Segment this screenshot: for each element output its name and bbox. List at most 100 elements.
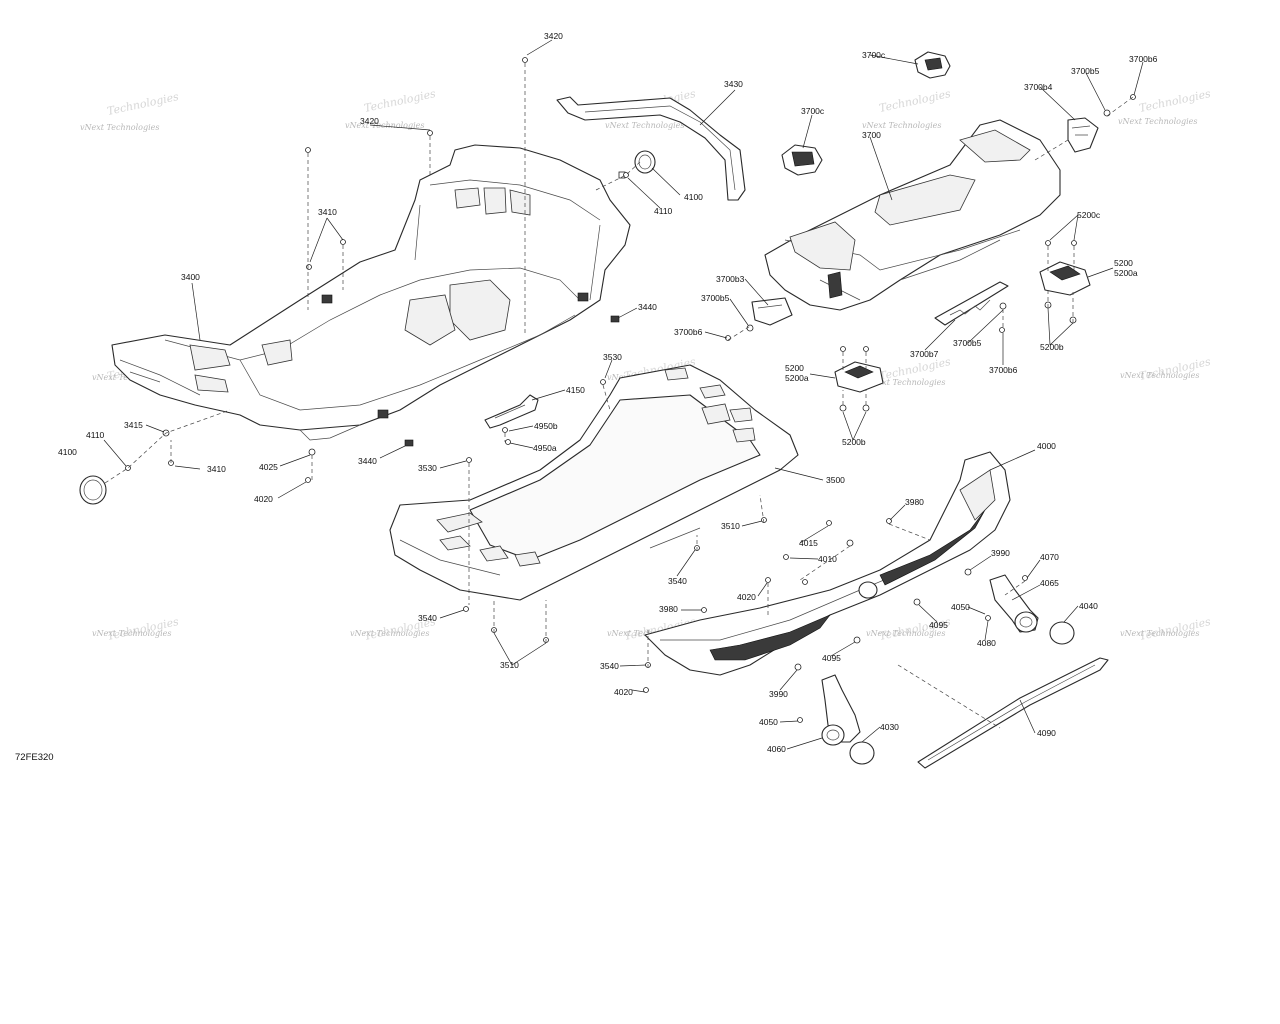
- part-label: 5200b: [842, 437, 866, 447]
- part-label: 5200a: [785, 373, 809, 383]
- latch-part: [751, 297, 793, 326]
- part-label: 3420: [360, 116, 379, 126]
- part-label: 3540: [418, 613, 437, 623]
- part-label: 4950b: [534, 421, 558, 431]
- watermark: vNext Technologies: [1120, 371, 1199, 380]
- part-label: 4020: [254, 494, 273, 504]
- part-label: 3400: [181, 272, 200, 282]
- part-label: 4100: [684, 192, 703, 202]
- watermark: vNext Technologies: [607, 629, 686, 638]
- part-label: 4095: [929, 620, 948, 630]
- part-label: 4060: [767, 744, 786, 754]
- part-label: 5200: [785, 363, 804, 373]
- part-label: 5200c: [1077, 210, 1101, 220]
- part-label: 3410: [207, 464, 226, 474]
- part-label: 4100: [58, 447, 77, 457]
- part-label: 3540: [600, 661, 619, 671]
- part-label: 4000: [1037, 441, 1056, 451]
- part-label: 3700b6: [989, 365, 1018, 375]
- latch-part: [1067, 117, 1099, 153]
- part-label: 4040: [1079, 601, 1098, 611]
- watermark: vNext Technologies: [1120, 629, 1199, 638]
- part-label: 4065: [1040, 578, 1059, 588]
- part-label: 4050: [759, 717, 778, 727]
- watermark: Technologies: [878, 87, 952, 115]
- part-label: 4150: [566, 385, 585, 395]
- light-bracket-part: [821, 674, 861, 746]
- watermark: Technologies: [106, 90, 180, 118]
- part-label: 3980: [659, 604, 678, 614]
- part-label: 3410: [318, 207, 337, 217]
- part-label: 3530: [418, 463, 437, 473]
- part-label: 4030: [880, 722, 899, 732]
- part-label: 3700b3: [716, 274, 745, 284]
- storage-lid-part: [764, 119, 1061, 311]
- part-label: 3700b7: [910, 349, 939, 359]
- figure-code: 72FE320: [15, 752, 54, 763]
- part-label: 4095: [822, 653, 841, 663]
- part-label: 4950a: [533, 443, 557, 453]
- strap-part: [934, 281, 1009, 326]
- part-label: 3700: [862, 130, 881, 140]
- part-label: 3420: [544, 31, 563, 41]
- part-label: 3700b5: [1071, 66, 1100, 76]
- bumper-part: [644, 451, 1011, 676]
- part-label: 3540: [668, 576, 687, 586]
- part-label: 5200b: [1040, 342, 1064, 352]
- knob-part: [781, 144, 823, 176]
- part-label: 3500: [826, 475, 845, 485]
- watermark: vNext Technologies: [1118, 117, 1197, 126]
- rear-tub-part: [111, 144, 631, 441]
- watermark: Technologies: [363, 87, 437, 115]
- part-label: 5200a: [1114, 268, 1138, 278]
- knob-part: [914, 51, 951, 79]
- part-label: 3990: [769, 689, 788, 699]
- part-label: 3700b4: [1024, 82, 1053, 92]
- rack-part: [389, 364, 799, 601]
- part-label: 4020: [737, 592, 756, 602]
- part-label: 4070: [1040, 552, 1059, 562]
- watermark: vNext Technologies: [350, 629, 429, 638]
- part-label: 3415: [124, 420, 143, 430]
- part-label: 4110: [86, 430, 105, 440]
- watermark: vNext Technologies: [80, 123, 159, 132]
- watermark: vNext Technologies: [862, 121, 941, 130]
- watermark: vNext Technologies: [866, 378, 945, 387]
- part-label: 4010: [818, 554, 837, 564]
- part-label: 4025: [259, 462, 278, 472]
- bracket-part: [834, 361, 884, 393]
- light-bracket-part: [989, 574, 1039, 633]
- part-label: 3700b5: [701, 293, 730, 303]
- part-label: 3700c: [862, 50, 886, 60]
- part-label: 3990: [991, 548, 1010, 558]
- watermark: vNext Technologies: [92, 629, 171, 638]
- watermark: vNext Technologies: [345, 121, 424, 130]
- part-label: 4050: [951, 602, 970, 612]
- part-label: 3700b6: [1129, 54, 1158, 64]
- part-label: 3430: [724, 79, 743, 89]
- round-cap-part: [618, 150, 656, 179]
- watermark: vNext Technologies: [866, 629, 945, 638]
- part-label: 3510: [721, 521, 740, 531]
- part-label: 4080: [977, 638, 996, 648]
- watermark: vNext Technologies: [605, 121, 684, 130]
- leader-lines: [103, 39, 1144, 750]
- part-label: 4015: [799, 538, 818, 548]
- part-labels: 3420 3420 3430 4100 4110 3410 3400 3440 …: [58, 31, 1158, 754]
- part-label: 4110: [654, 206, 673, 216]
- watermark: Technologies: [1138, 87, 1212, 115]
- part-label: 3440: [358, 456, 377, 466]
- part-label: 3700c: [801, 106, 825, 116]
- assembly-lines: [104, 63, 1134, 729]
- part-label: 3530: [603, 352, 622, 362]
- part-label: 3700b5: [953, 338, 982, 348]
- part-label: 4090: [1037, 728, 1056, 738]
- part-label: 3510: [500, 660, 519, 670]
- trim-bar-part: [917, 657, 1109, 769]
- part-label: 4020: [614, 687, 633, 697]
- part-label: 3700b6: [674, 327, 703, 337]
- part-label: 3440: [638, 302, 657, 312]
- rail-part: [556, 96, 746, 201]
- bracket-part: [1039, 261, 1091, 296]
